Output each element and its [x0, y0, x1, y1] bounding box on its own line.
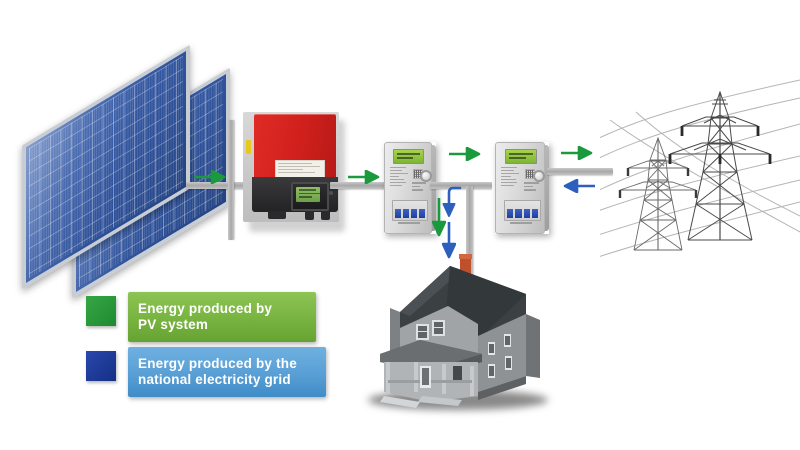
front-door [453, 366, 462, 380]
pylon-back [618, 136, 698, 251]
inverter-connector-right [305, 211, 314, 220]
grid-meter-brand-text [524, 182, 539, 191]
cable-inverter-riser [228, 120, 234, 240]
legend-swatch-grid [86, 351, 116, 381]
inverter-spec-label [275, 160, 325, 180]
grid-meter [495, 142, 549, 234]
inverter-lcd [296, 187, 321, 202]
legend-grid-line1: Energy produced by the [138, 356, 297, 371]
grid-meter-text-block [501, 167, 522, 197]
arrow-pv-to-inverter [194, 170, 228, 184]
inverter-connector-left [268, 211, 286, 219]
pylon-front [668, 90, 772, 241]
arrow-inverter-to-meter [348, 170, 382, 184]
cable-inverter-to-meter [330, 182, 390, 189]
grid-meter-footer-text [510, 222, 532, 224]
production-meter-optical-port [420, 170, 432, 182]
porch-steps [380, 396, 420, 408]
solar-array [14, 44, 234, 299]
arrow-meter-to-junction [449, 147, 483, 161]
legend-label-pv: Energy produced by PV system [128, 292, 316, 342]
production-meter-lcd [393, 149, 424, 164]
inverter-connector-far-right [321, 211, 330, 220]
porch-post-1 [386, 362, 390, 394]
porch-post-3 [442, 364, 446, 394]
grid-meter-side [541, 145, 549, 231]
legend-pv-line2: PV system [138, 317, 209, 332]
legend-swatch-pv [86, 296, 116, 326]
legend-label-grid: Energy produced by the national electric… [128, 347, 326, 397]
cable-grid-meter-to-pylons [547, 168, 613, 175]
grid-meter-optical-port [533, 170, 545, 182]
legend-pv-line1: Energy produced by [138, 301, 273, 316]
arrow-import-from-grid [561, 179, 595, 193]
inverter-status-led [329, 191, 333, 195]
inverter [243, 112, 345, 232]
foundation [478, 376, 526, 400]
electricity-grid-pylons [594, 60, 800, 270]
porch-post-2 [414, 362, 418, 392]
house [358, 250, 553, 410]
cable-pv-to-inverter [186, 182, 256, 189]
production-meter [384, 142, 436, 234]
arrow-grid-to-house-lower [442, 222, 456, 260]
grid-meter-lcd [505, 149, 537, 164]
arrow-grid-to-house-upper [440, 186, 464, 218]
inverter-display-bezel [291, 182, 329, 211]
legend: Energy produced by PV system Energy prod… [86, 292, 326, 397]
production-meter-footer-text [398, 222, 420, 224]
arrow-pv-to-house [432, 198, 446, 238]
chimney [460, 256, 471, 278]
production-meter-terminal-block [392, 200, 428, 221]
power-lines [594, 79, 800, 259]
legend-grid-line2: national electricity grid [138, 372, 291, 387]
grid-meter-terminal-block [504, 200, 541, 221]
production-meter-text-block [390, 167, 410, 197]
cable-meter-to-junction [430, 182, 492, 189]
production-meter-brand-text [412, 182, 426, 191]
arrow-export-to-grid [561, 146, 595, 160]
inverter-side-strip [246, 140, 251, 154]
cable-junction-drop [466, 186, 473, 276]
